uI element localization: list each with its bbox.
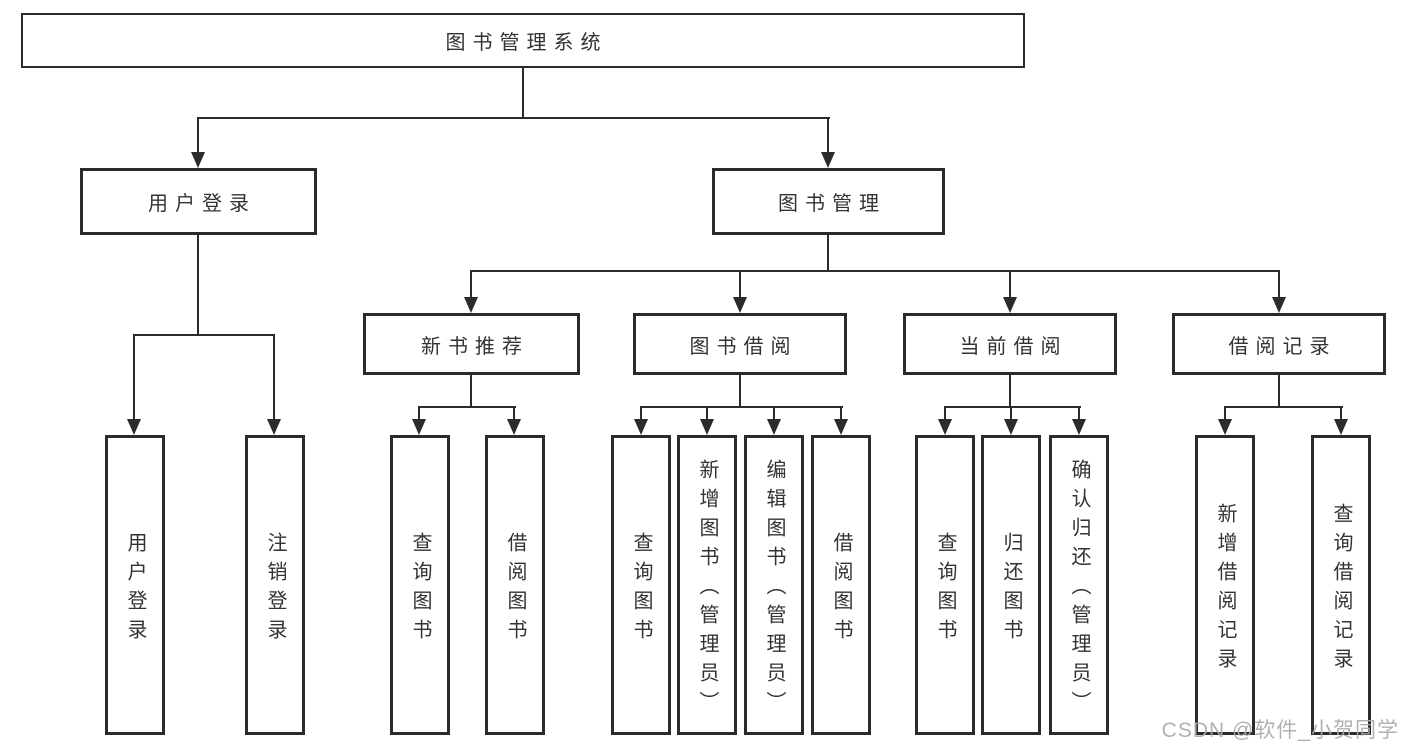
node-label: 借阅记录: [1228, 335, 1337, 358]
connector-branch: [640, 406, 843, 408]
node-borrowing-records: 借阅记录: [1172, 313, 1386, 375]
leaf-label: 新增借阅记录: [1214, 502, 1236, 677]
leaf-label: 查询图书: [934, 531, 956, 648]
arrow-down-icon: [767, 419, 781, 435]
connector-drop: [133, 334, 135, 421]
leaf-label: 查询图书: [409, 531, 431, 648]
leaf-query-books-recommend: 查询图书: [390, 435, 450, 735]
connector-branch: [133, 334, 275, 336]
leaf-label: 确认归还（管理员）: [1068, 459, 1090, 720]
leaf-label: 归还图书: [1000, 531, 1022, 648]
connector-drop: [1278, 270, 1280, 299]
node-label: 图书借阅: [689, 335, 798, 358]
leaf-label: 查询图书: [630, 531, 652, 648]
leaf-label: 借阅图书: [504, 531, 526, 648]
connector-drop: [1010, 406, 1012, 421]
arrow-down-icon: [464, 297, 478, 313]
connector-drop: [840, 406, 842, 421]
arrow-down-icon: [1072, 419, 1086, 435]
leaf-borrow-books-recommend: 借阅图书: [485, 435, 545, 735]
arrow-down-icon: [507, 419, 521, 435]
arrow-down-icon: [1334, 419, 1348, 435]
leaf-label: 编辑图书（管理员）: [763, 459, 785, 720]
leaf-user-login: 用户登录: [105, 435, 165, 735]
connector-drop: [1224, 406, 1226, 421]
arrow-down-icon: [1272, 297, 1286, 313]
leaf-label: 注销登录: [264, 531, 286, 648]
leaf-return-books: 归还图书: [981, 435, 1041, 735]
connector-drop: [827, 117, 829, 153]
node-new-book-recommendation: 新书推荐: [363, 313, 580, 375]
leaf-label: 查询借阅记录: [1330, 502, 1352, 677]
arrow-down-icon: [821, 152, 835, 168]
connector-stem: [827, 235, 829, 272]
connector-stem: [522, 68, 524, 118]
connector-branch: [418, 406, 516, 408]
node-current-borrowing: 当前借阅: [903, 313, 1117, 375]
connector-drop: [1009, 270, 1011, 299]
arrow-down-icon: [267, 419, 281, 435]
connector-drop: [197, 117, 199, 153]
connector-drop: [706, 406, 708, 421]
node-library-management-system: 图书管理系统: [21, 13, 1025, 68]
connector-drop: [273, 334, 275, 421]
connector-drop: [418, 406, 420, 421]
node-book-borrowing: 图书借阅: [633, 313, 847, 375]
arrow-down-icon: [1218, 419, 1232, 435]
connector-drop: [739, 270, 741, 299]
connector-branch: [1224, 406, 1343, 408]
connector-stem: [197, 235, 199, 336]
leaf-borrow-books-borrow: 借阅图书: [811, 435, 871, 735]
connector-drop: [944, 406, 946, 421]
arrow-down-icon: [127, 419, 141, 435]
arrow-down-icon: [1003, 297, 1017, 313]
leaf-add-book-admin: 新增图书（管理员）: [677, 435, 737, 735]
node-label: 当前借阅: [959, 335, 1068, 358]
node-label: 用户登录: [148, 193, 256, 215]
connector-drop: [513, 406, 515, 421]
connector-branch: [470, 270, 1280, 272]
connector-branch: [944, 406, 1081, 408]
arrow-down-icon: [733, 297, 747, 313]
node-book-management: 图书管理: [712, 168, 945, 235]
connector-stem: [470, 375, 472, 408]
arrow-down-icon: [700, 419, 714, 435]
node-user-login: 用户登录: [80, 168, 317, 235]
leaf-logout: 注销登录: [245, 435, 305, 735]
connector-branch: [197, 117, 830, 119]
node-label: 新书推荐: [421, 335, 529, 358]
leaf-query-borrow-record: 查询借阅记录: [1311, 435, 1371, 735]
leaf-query-books-current: 查询图书: [915, 435, 975, 735]
leaf-query-books-borrow: 查询图书: [611, 435, 671, 735]
arrow-down-icon: [834, 419, 848, 435]
connector-drop: [1078, 406, 1080, 421]
leaf-label: 用户登录: [124, 531, 146, 648]
arrow-down-icon: [191, 152, 205, 168]
connector-stem: [1278, 375, 1280, 408]
leaf-edit-book-admin: 编辑图书（管理员）: [744, 435, 804, 735]
connector-stem: [739, 375, 741, 408]
connector-drop: [470, 270, 472, 299]
leaf-label: 借阅图书: [830, 531, 852, 648]
arrow-down-icon: [634, 419, 648, 435]
leaf-label: 新增图书（管理员）: [696, 459, 718, 720]
arrow-down-icon: [1004, 419, 1018, 435]
node-label: 图书管理系统: [445, 32, 608, 54]
arrow-down-icon: [938, 419, 952, 435]
connector-drop: [640, 406, 642, 421]
connector-drop: [1340, 406, 1342, 421]
connector-stem: [1009, 375, 1011, 408]
connector-drop: [773, 406, 775, 421]
node-label: 图书管理: [778, 193, 886, 215]
arrow-down-icon: [412, 419, 426, 435]
watermark: CSDN @软件_小贺同学: [1161, 719, 1399, 742]
leaf-confirm-return-admin: 确认归还（管理员）: [1049, 435, 1109, 735]
leaf-add-borrow-record: 新增借阅记录: [1195, 435, 1255, 735]
